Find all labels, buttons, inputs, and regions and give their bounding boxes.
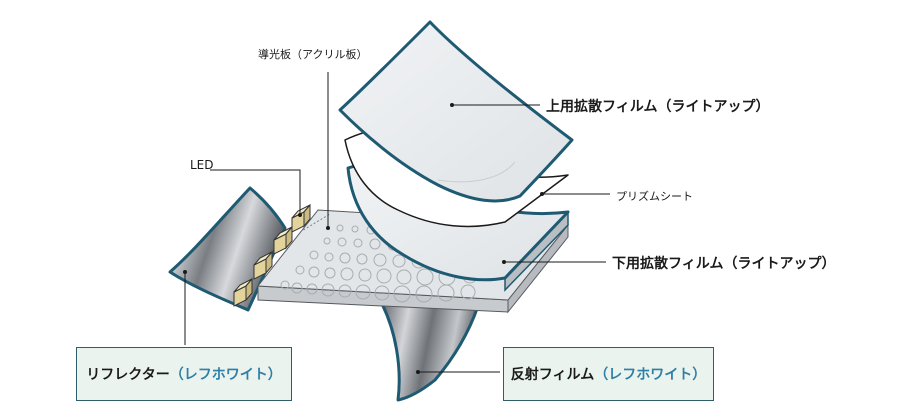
led-chip [273,225,293,255]
reflective-film-sheet [378,298,480,402]
upper-diffusion-label: 上用拡散フィルム（ライトアップ） [546,99,770,115]
reflector-label: リフレクター [86,367,170,383]
upper-diffusion-film [338,20,574,203]
reflective-film-sublabel: （レフホワイト） [594,367,707,383]
lower-diffusion-label: 下用拡散フィルム（ライトアップ） [612,256,836,272]
led-chip [291,203,311,233]
reflector-sheet [168,186,287,312]
led-array [233,203,311,307]
reflector-sublabel: （レフホワイト） [169,367,282,383]
led-chip [253,250,273,280]
led-chip [233,277,253,307]
leader-lines [184,72,610,373]
leader-led [210,169,301,215]
led-label: LED [190,158,214,172]
light-guide-label: 導光板（アクリル板） [258,48,368,61]
reflector-box: リフレクター（レフホワイト） [76,347,292,401]
reflective-film-box: 反射フィルム（レフホワイト） [503,347,714,401]
prism-sheet-label: プリズムシート [616,190,693,203]
leader-dots [183,103,544,374]
reflective-film-label: 反射フィルム [510,367,595,383]
